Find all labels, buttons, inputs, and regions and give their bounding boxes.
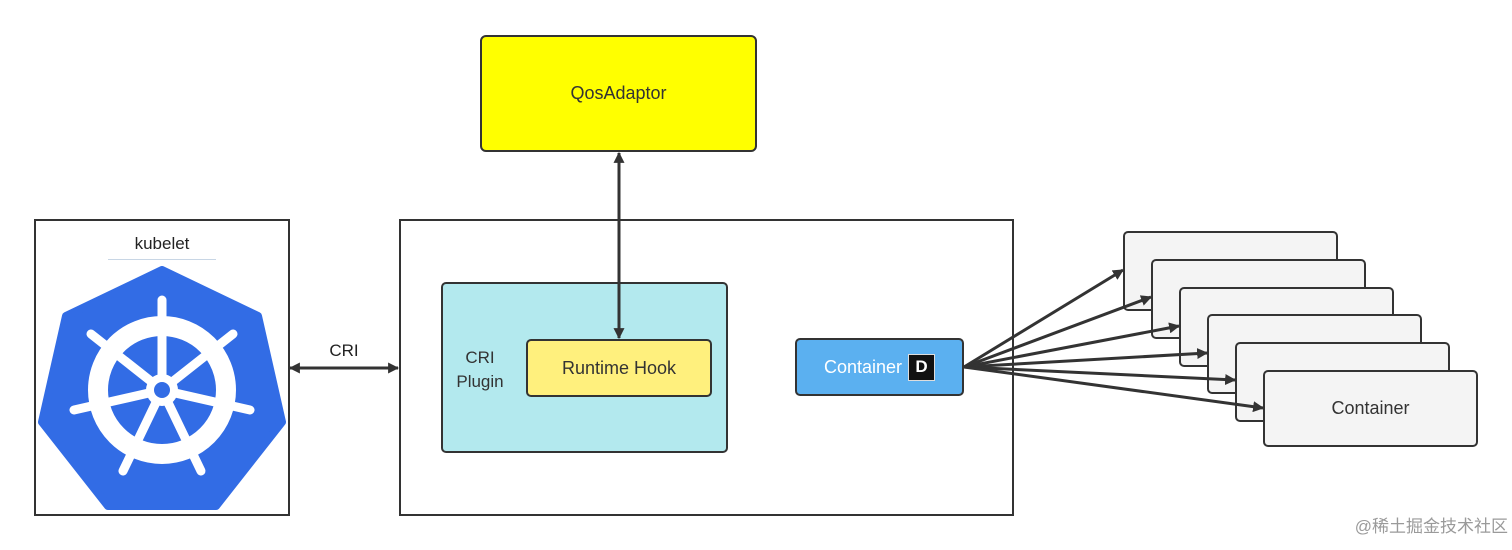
- cri-plugin-label: CRI Plugin: [449, 346, 511, 394]
- cri-plugin-label-line1: CRI: [465, 348, 495, 367]
- runtime-hook-label: Runtime Hook: [561, 357, 677, 378]
- kubernetes-logo-icon: [38, 266, 286, 510]
- cri-edge-label: CRI: [329, 341, 359, 360]
- containerd-node: Container D: [795, 338, 964, 396]
- container-card-label: Container: [1331, 398, 1410, 418]
- qos-adaptor-label: QosAdaptor: [570, 83, 667, 103]
- watermark: @稀土掘金技术社区: [1354, 517, 1508, 536]
- kubelet-label: kubelet: [134, 234, 190, 253]
- qos-adaptor-node: QosAdaptor: [480, 35, 757, 152]
- container-card-top: Container: [1263, 370, 1478, 447]
- kubelet-label-divider: [108, 259, 216, 260]
- containerd-label: Container: [823, 356, 903, 377]
- runtime-hook-node: Runtime Hook: [526, 339, 712, 397]
- containerd-badge-icon: D: [908, 353, 936, 381]
- cri-plugin-label-line2: Plugin: [456, 372, 504, 391]
